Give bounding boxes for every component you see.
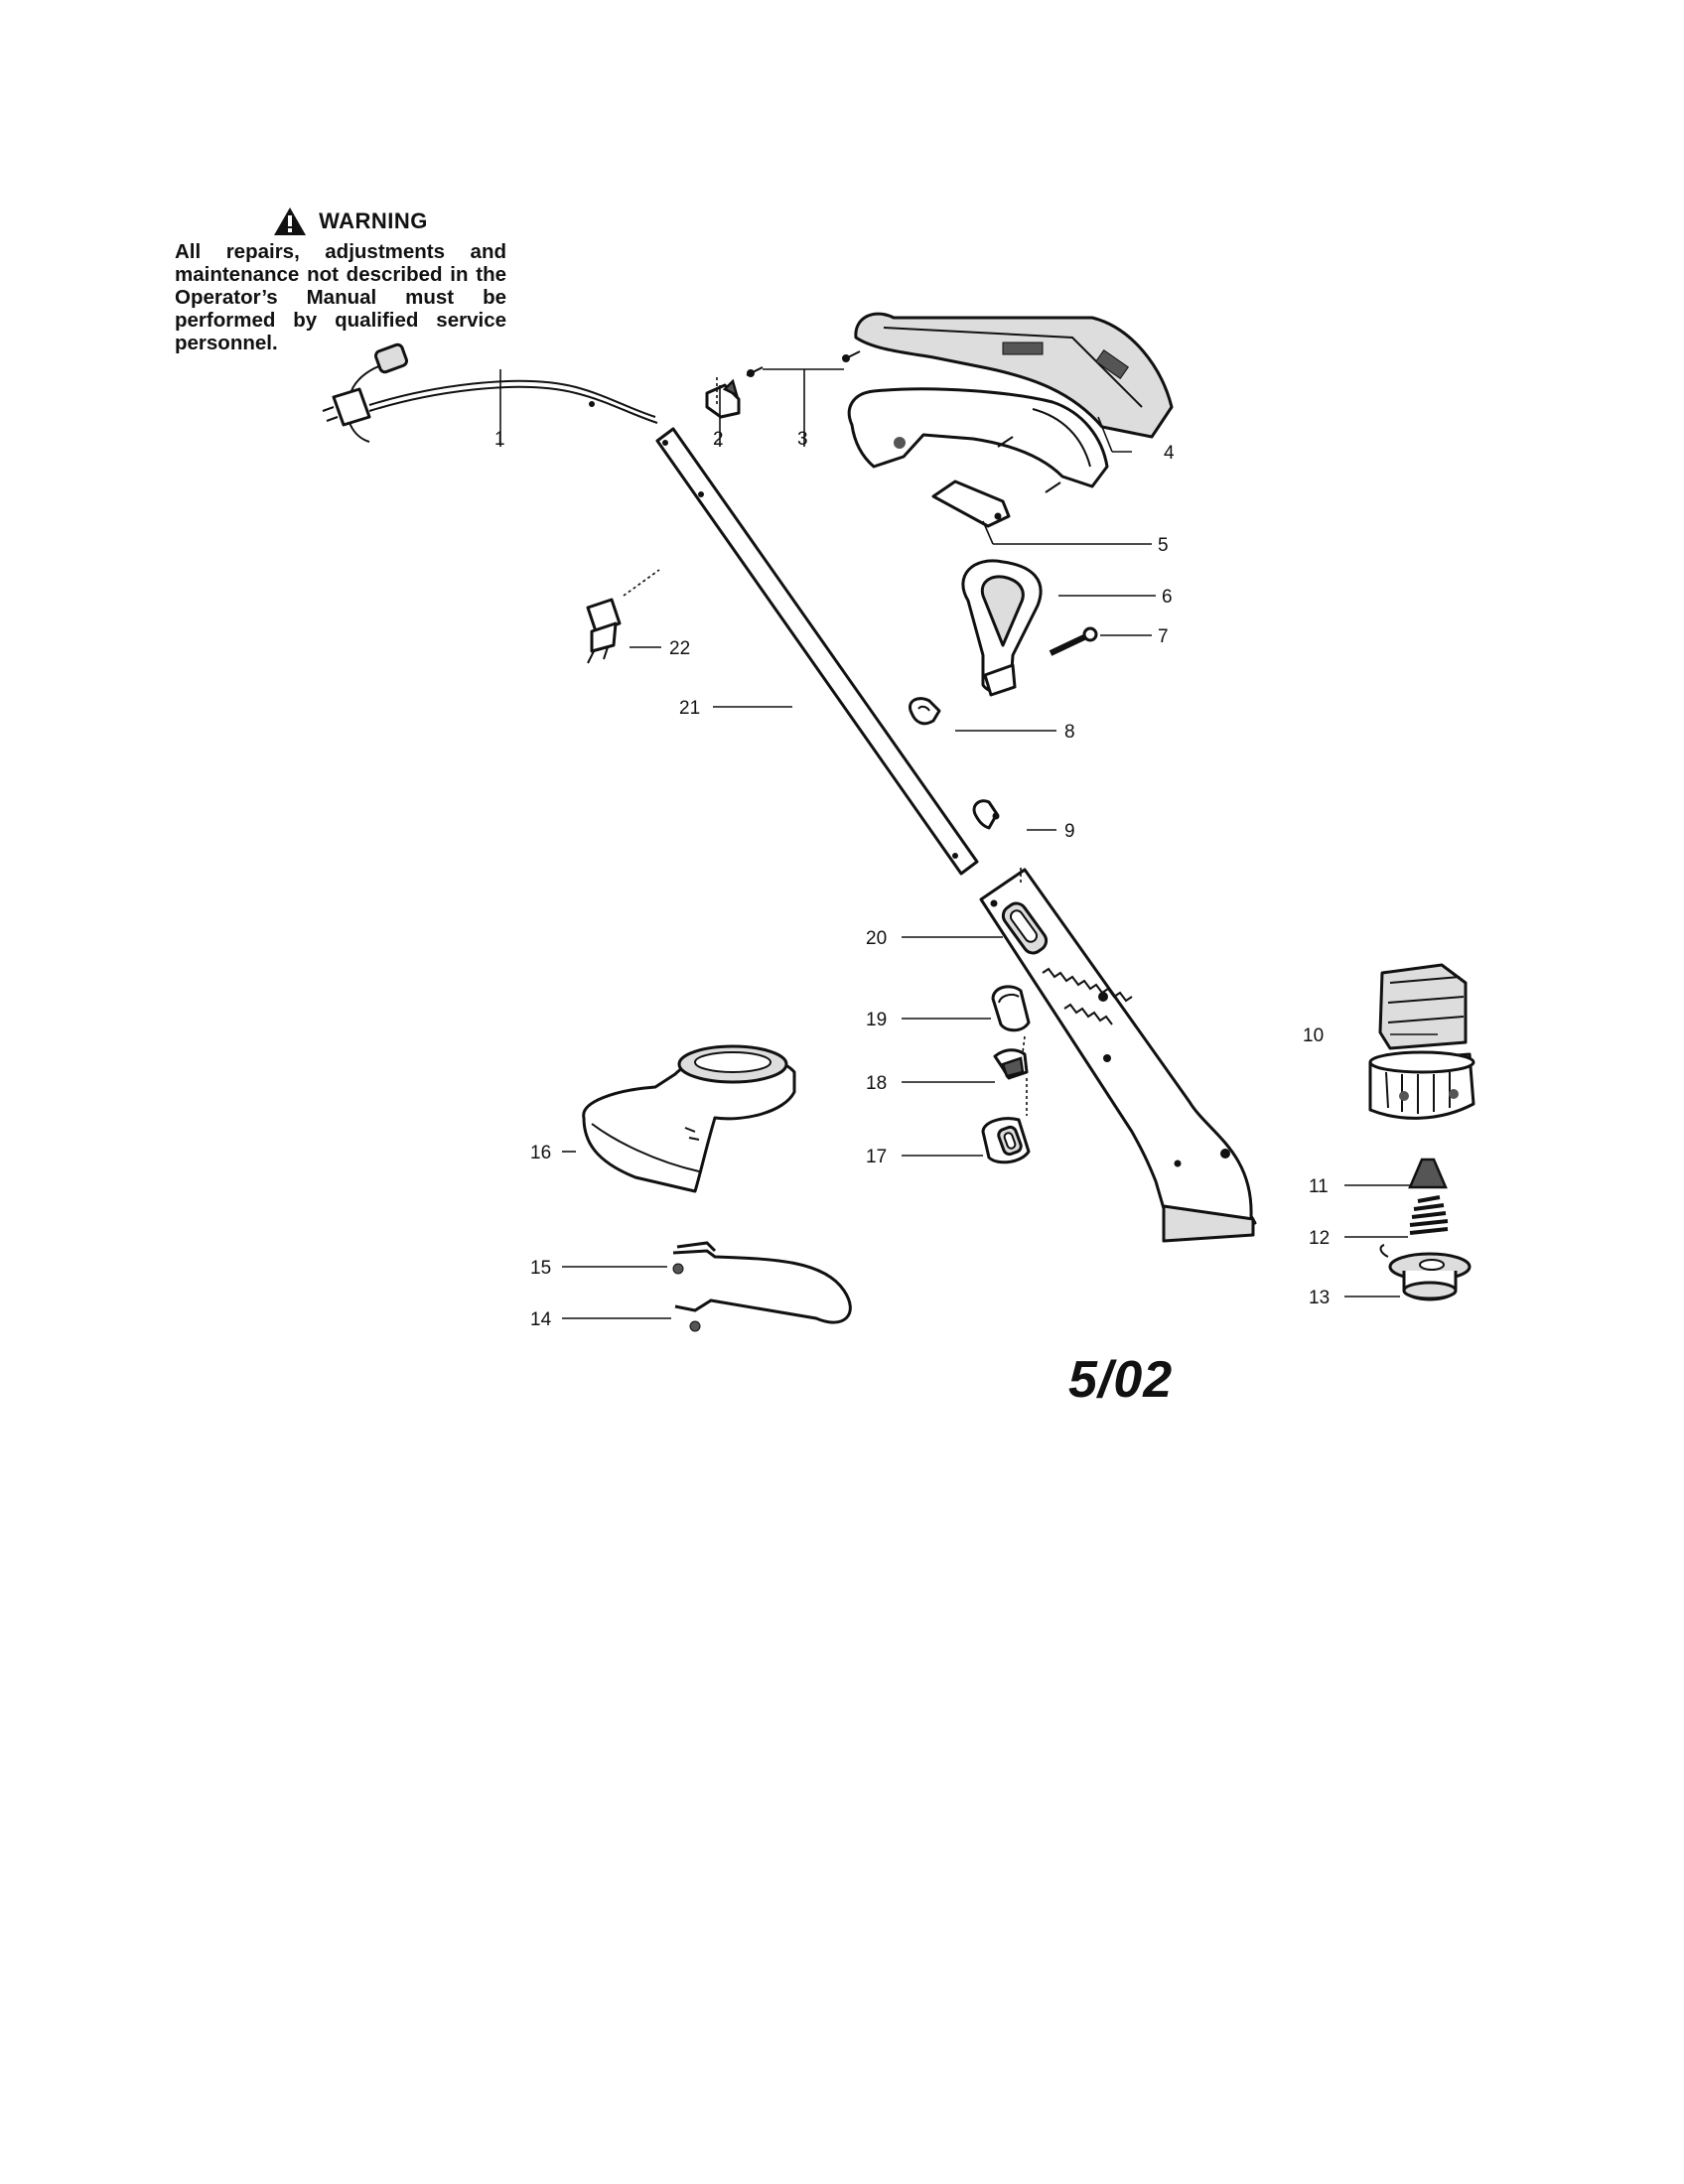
part-screws [746,350,861,377]
part-switch [586,569,660,664]
warning-text: All repairs, adjustments and maintenance… [175,240,506,354]
part-cap-nut [1408,1158,1448,1189]
part-aux-handle [961,559,1043,697]
part-label-22: 22 [669,638,690,659]
part-handle-clamp [909,697,941,726]
part-screw-small [672,1263,701,1332]
part-label-4: 4 [1164,443,1175,464]
date-code: 5/02 [1068,1351,1174,1409]
part-guard [582,1044,796,1193]
part-trigger [931,479,1011,528]
part-label-2: 2 [713,429,724,450]
part-labels: 1 2 3 4 5 6 7 8 9 10 11 12 13 14 15 16 1… [494,429,1330,1330]
part-spring [1409,1195,1449,1235]
part-label-6: 6 [1162,587,1173,608]
part-power-cord [322,342,658,443]
part-label-20: 20 [866,928,887,949]
part-clip [972,799,1000,830]
part-label-21: 21 [679,698,700,719]
warning-title: WARNING [319,208,428,233]
part-label-19: 19 [866,1010,887,1030]
part-label-18: 18 [866,1073,887,1094]
warning-header: WARNING [195,206,506,236]
part-label-10: 10 [1303,1025,1324,1046]
part-label-16: 16 [530,1143,551,1163]
part-label-14: 14 [530,1309,552,1330]
part-latch [981,868,1031,1164]
part-housing [847,312,1174,493]
part-bolt [1049,626,1098,656]
part-label-13: 13 [1309,1288,1330,1308]
part-lower-tube [979,868,1257,1243]
part-label-1: 1 [494,429,505,450]
leader-lines [499,368,1438,1319]
warning-notice: WARNING All repairs, adjustments and mai… [175,206,506,354]
part-label-11: 11 [1309,1176,1329,1197]
part-edging-guide [672,1241,852,1324]
part-label-5: 5 [1158,535,1169,556]
part-label-3: 3 [797,429,808,450]
part-cap [991,985,1031,1032]
part-label-12: 12 [1309,1228,1330,1249]
part-label-7: 7 [1158,626,1169,647]
part-label-15: 15 [530,1258,551,1279]
warning-triangle-icon [274,207,307,235]
part-label-8: 8 [1064,722,1075,743]
part-clip-small [993,1048,1029,1080]
part-motor [1368,963,1475,1120]
part-shaft [655,427,979,876]
part-label-17: 17 [866,1147,887,1167]
part-spool [1379,1244,1472,1301]
part-switch-bracket [705,377,741,419]
part-label-9: 9 [1064,821,1075,842]
